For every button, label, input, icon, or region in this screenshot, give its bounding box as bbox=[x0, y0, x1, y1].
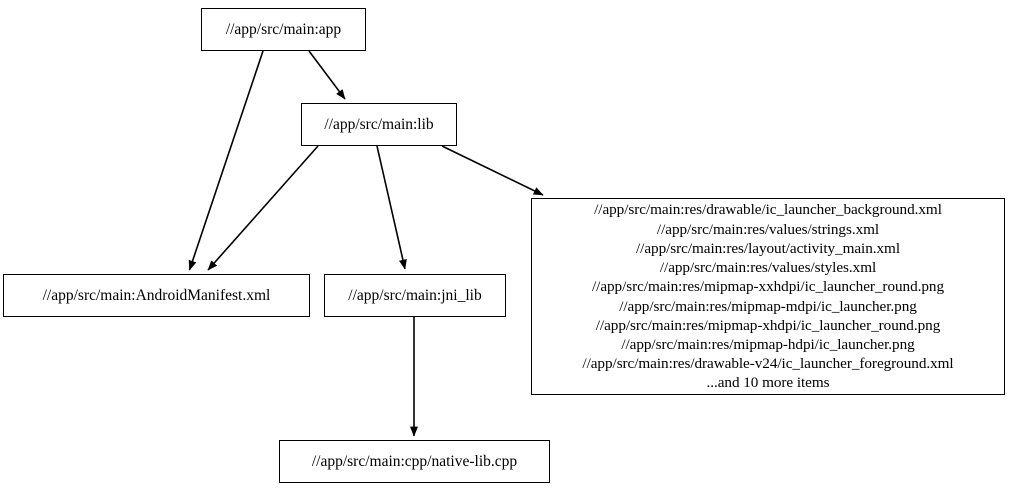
graph-node-jni-lib[interactable]: //app/src/main:jni_lib bbox=[324, 274, 506, 317]
edge-lib-to-manifest bbox=[207, 145, 319, 271]
edge-app-to-manifest bbox=[188, 50, 264, 271]
graph-node-lib[interactable]: //app/src/main:lib bbox=[301, 103, 457, 146]
graph-node-res-group[interactable]: //app/src/main:res/drawable/ic_launcher_… bbox=[531, 198, 1005, 395]
graph-node-app[interactable]: //app/src/main:app bbox=[201, 8, 366, 51]
edge-app-to-lib bbox=[308, 50, 346, 100]
graph-node-android-manifest[interactable]: //app/src/main:AndroidManifest.xml bbox=[3, 274, 310, 317]
graph-node-res-group-label: //app/src/main:res/drawable/ic_launcher_… bbox=[582, 201, 954, 392]
edge-lib-to-res bbox=[441, 145, 544, 196]
graph-node-lib-label: //app/src/main:lib bbox=[324, 115, 434, 133]
graph-node-native-lib-cpp[interactable]: //app/src/main:cpp/native-lib.cpp bbox=[279, 440, 550, 483]
graph-node-android-manifest-label: //app/src/main:AndroidManifest.xml bbox=[42, 286, 271, 304]
edge-lib-to-jni-lib bbox=[376, 145, 407, 270]
graph-node-native-lib-cpp-label: //app/src/main:cpp/native-lib.cpp bbox=[311, 452, 518, 470]
graph-node-jni-lib-label: //app/src/main:jni_lib bbox=[348, 286, 482, 304]
graph-node-app-label: //app/src/main:app bbox=[225, 20, 342, 38]
